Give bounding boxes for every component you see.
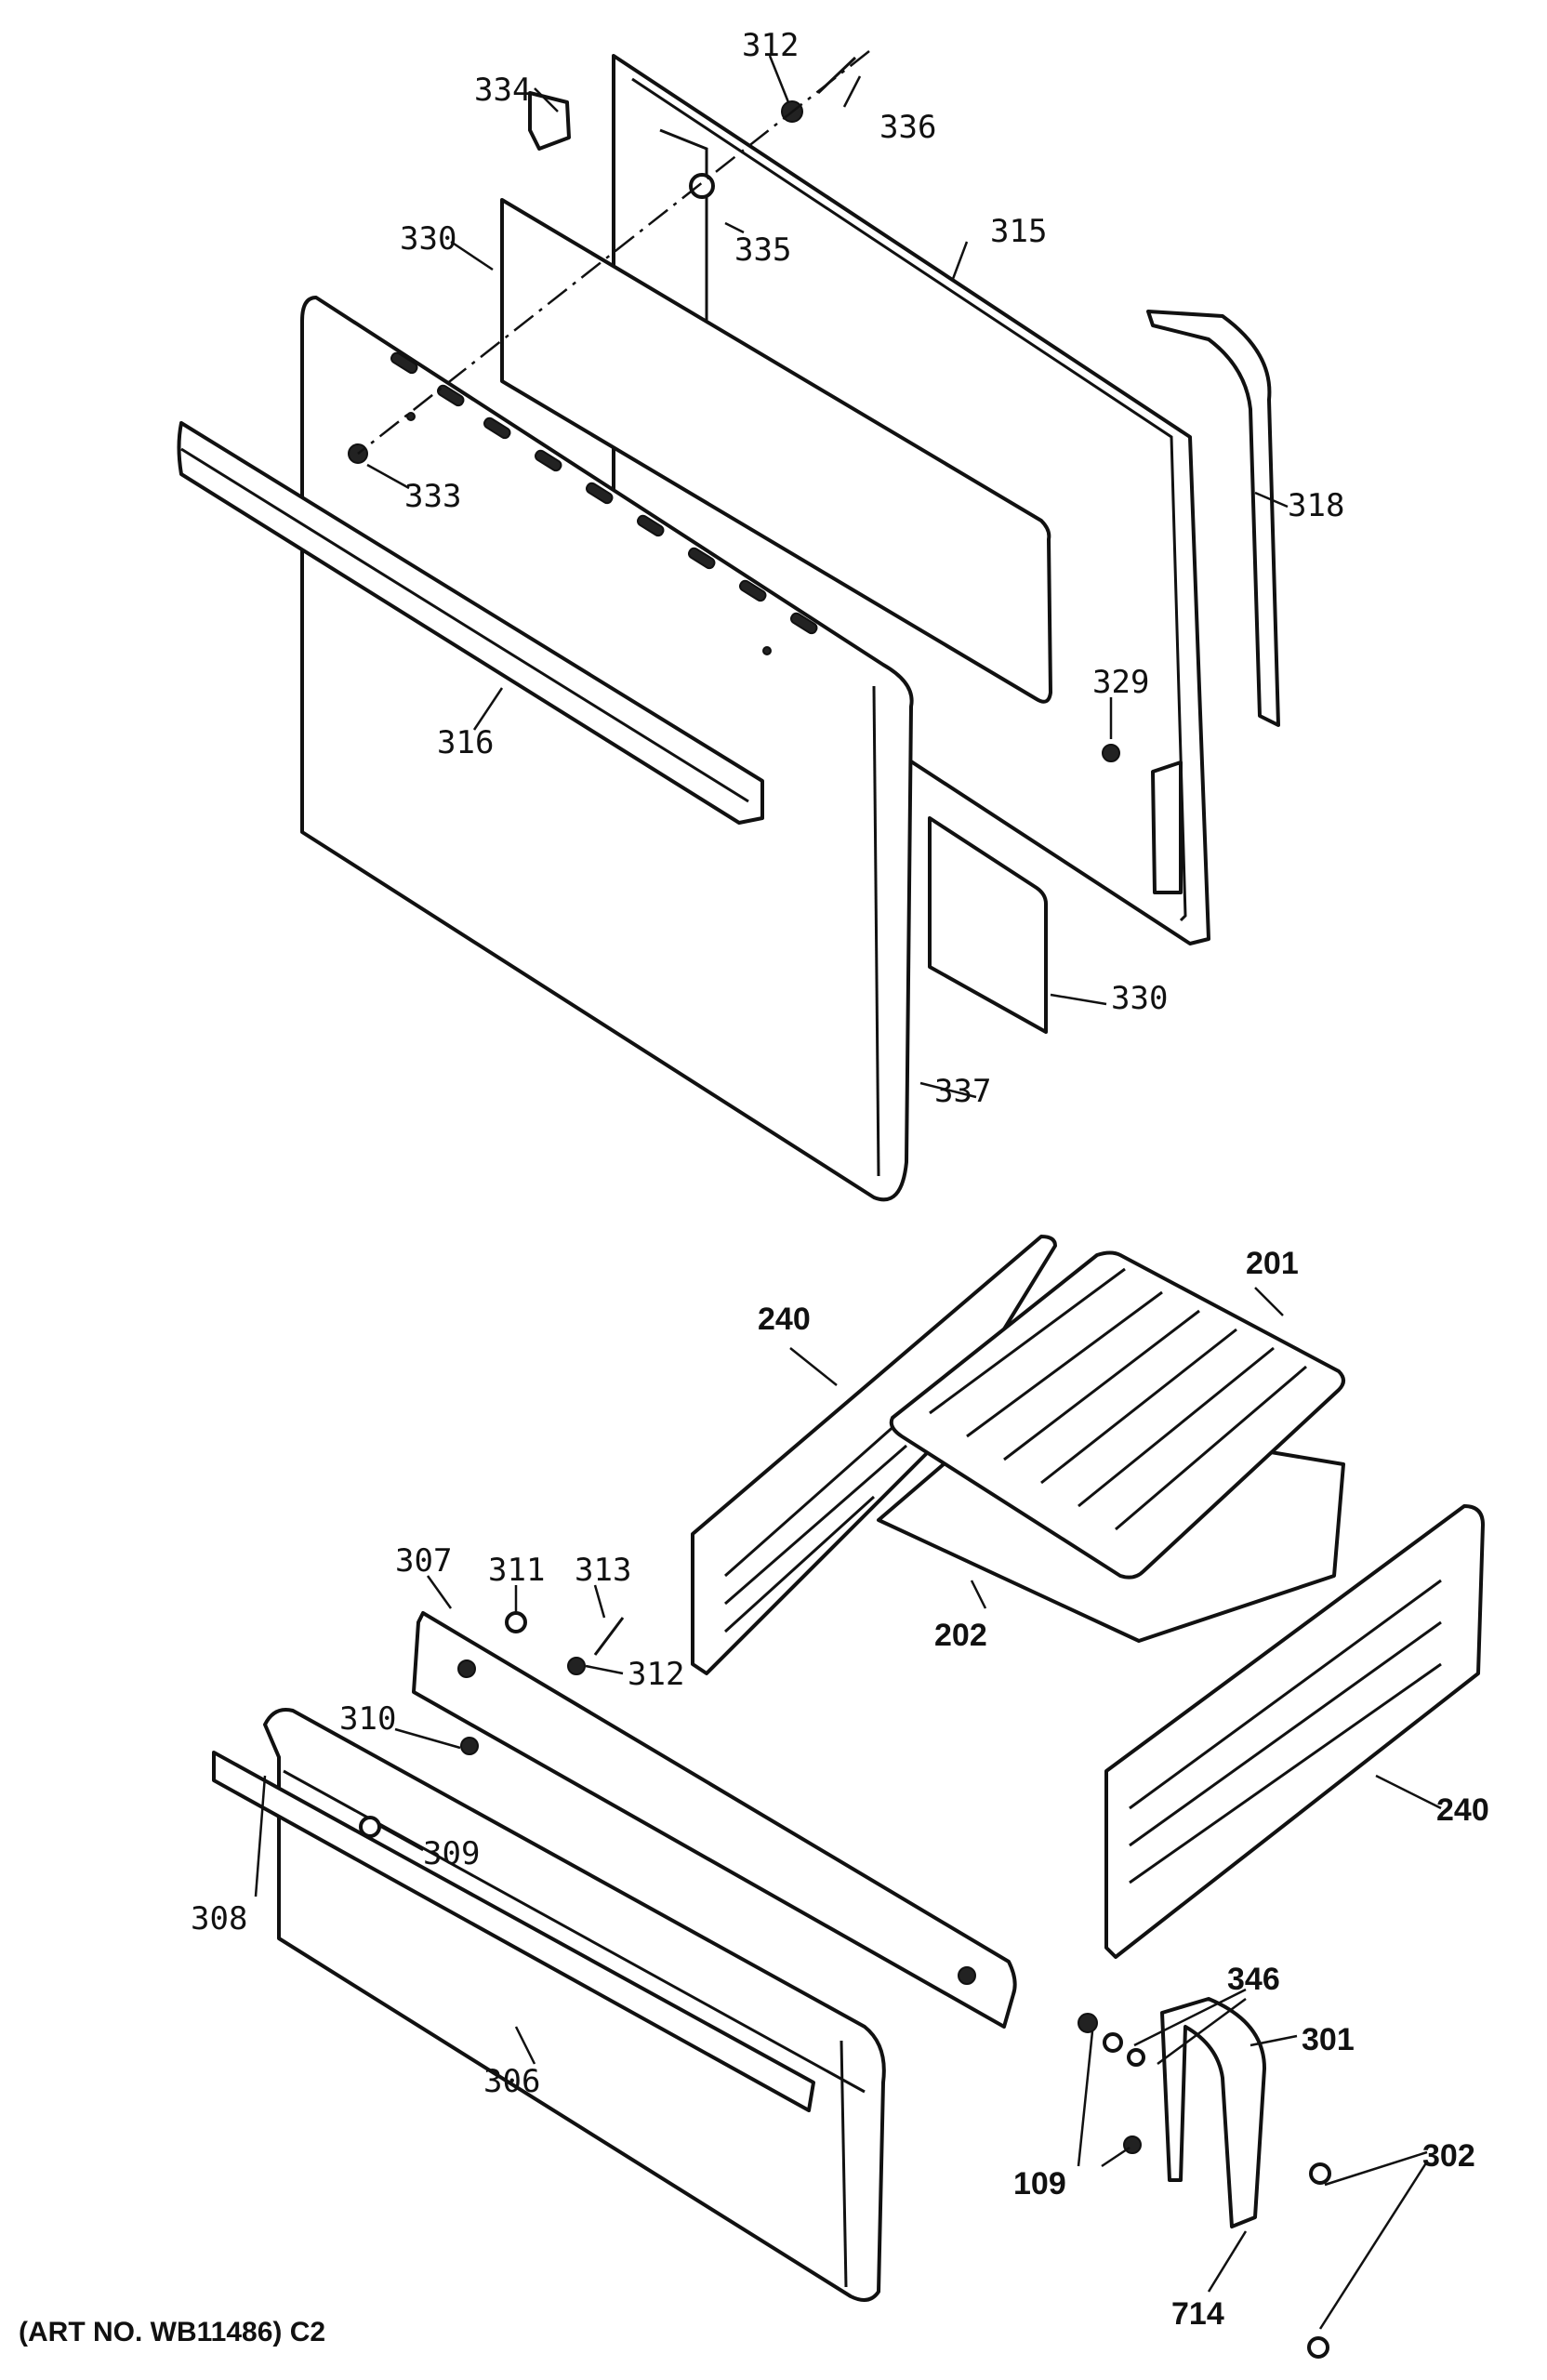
label-336: 336 xyxy=(879,109,936,146)
label-330-lower: 330 xyxy=(1111,980,1168,1017)
part-labels: 312 334 336 335 330 315 318 333 316 329 … xyxy=(191,27,1489,2332)
label-312-top: 312 xyxy=(742,27,799,64)
label-201: 201 xyxy=(1246,1246,1299,1281)
glass-330-lower xyxy=(928,816,1048,1034)
label-329: 329 xyxy=(1092,664,1149,701)
label-310: 310 xyxy=(339,1700,396,1738)
side-rail-240-right xyxy=(1104,1504,1485,1959)
label-306: 306 xyxy=(483,2063,540,2100)
leader-lines xyxy=(254,55,1442,2330)
side-trim-318 xyxy=(1146,310,1280,727)
label-313: 313 xyxy=(575,1552,631,1589)
label-202: 202 xyxy=(934,1618,987,1653)
label-307: 307 xyxy=(395,1542,452,1580)
label-318: 318 xyxy=(1288,487,1344,524)
label-316: 316 xyxy=(437,724,494,761)
side-rail-240-left xyxy=(691,1235,1057,1675)
label-240-left: 240 xyxy=(758,1302,811,1337)
label-240-right: 240 xyxy=(1436,1792,1489,1828)
label-301: 301 xyxy=(1302,2022,1355,2057)
drawer-back-307 xyxy=(412,1611,1017,2029)
label-337: 337 xyxy=(934,1073,991,1110)
glass-330-upper xyxy=(500,198,1052,704)
label-335: 335 xyxy=(734,231,791,269)
drawer-handle-308 xyxy=(212,1751,815,2112)
label-333: 333 xyxy=(404,478,461,515)
art-number-caption: (ART NO. WB11486) C2 xyxy=(19,2317,326,2347)
label-330-upper: 330 xyxy=(400,220,456,258)
label-109: 109 xyxy=(1013,2166,1066,2202)
label-714: 714 xyxy=(1171,2296,1224,2332)
label-346: 346 xyxy=(1227,1962,1280,1997)
outer-door-panel-337 xyxy=(300,296,914,1202)
drawer-front-306 xyxy=(263,1708,886,2302)
label-309: 309 xyxy=(423,1835,480,1872)
door-handle-316 xyxy=(177,421,764,825)
broiler-grid-201 xyxy=(889,1250,1345,1580)
label-312-mid: 312 xyxy=(628,1656,684,1693)
label-302: 302 xyxy=(1422,2138,1475,2174)
drawer-hinge-301 xyxy=(1078,1997,1331,2359)
label-308: 308 xyxy=(191,1900,247,1937)
label-334: 334 xyxy=(474,72,531,109)
label-311: 311 xyxy=(488,1552,545,1589)
label-315: 315 xyxy=(990,213,1047,250)
